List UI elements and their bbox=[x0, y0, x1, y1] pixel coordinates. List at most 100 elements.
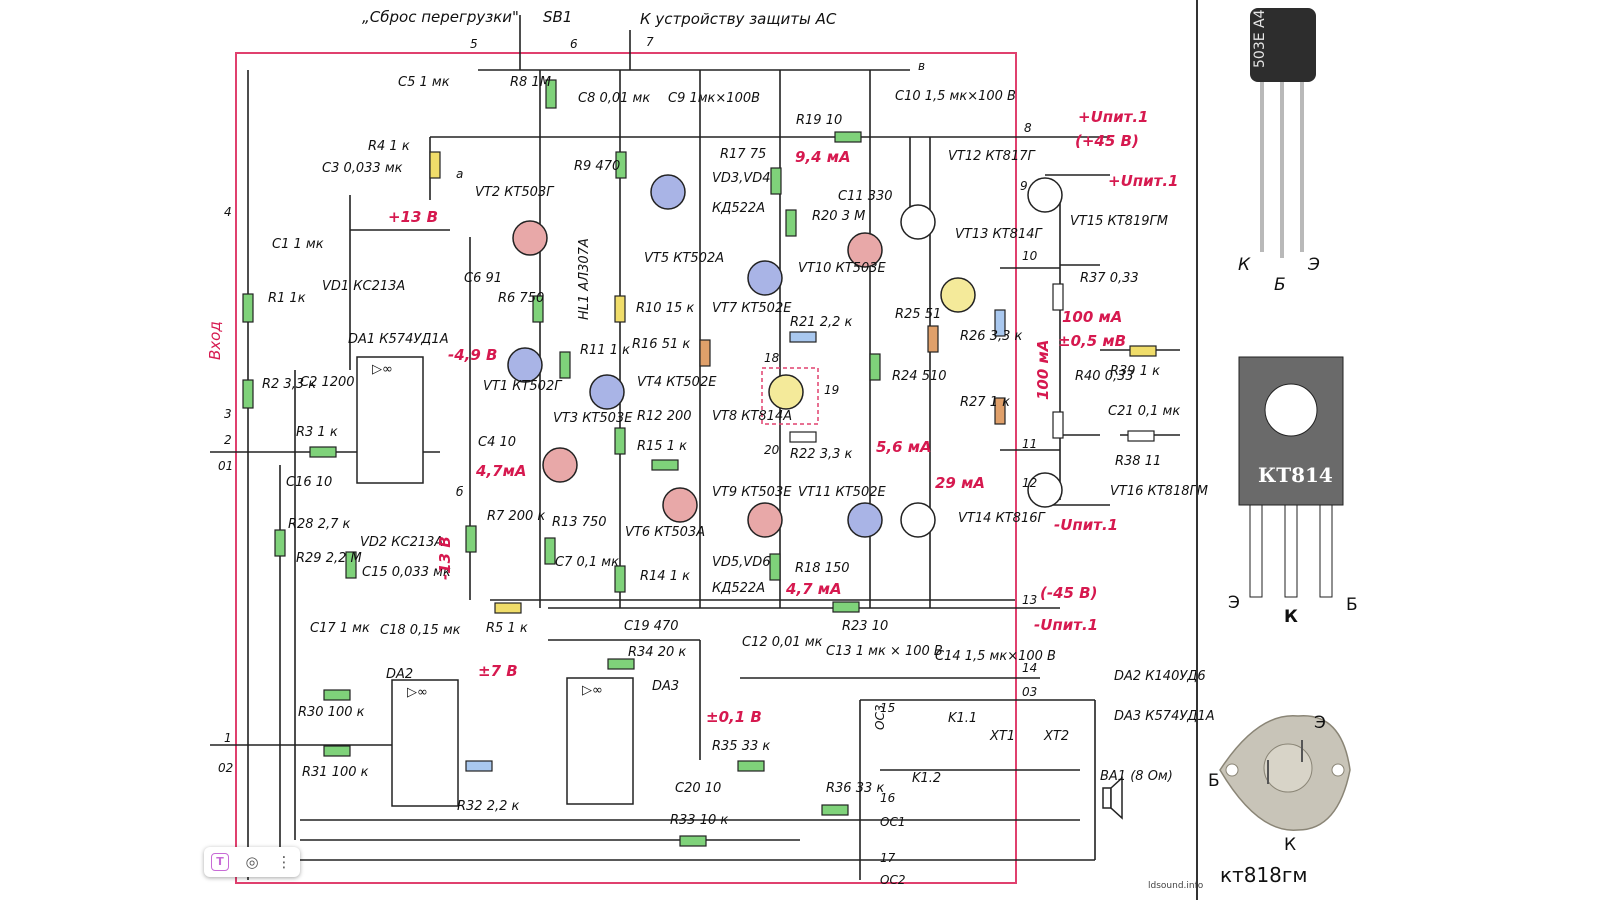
label-r6: R6 750 bbox=[498, 291, 544, 306]
svg-text:OC2: OC2 bbox=[880, 873, 905, 887]
label-xt2: XT2 bbox=[1043, 729, 1069, 744]
svg-text:▷∞: ▷∞ bbox=[407, 685, 428, 700]
label-c14: C14 1,5 мк×100 В bbox=[935, 649, 1056, 664]
label-r16: R16 51 к bbox=[632, 337, 690, 352]
transistors bbox=[507, 174, 1063, 538]
label-da1: DA1 К574УД1А bbox=[348, 332, 449, 347]
label-c12: C12 0,01 мк bbox=[742, 635, 823, 650]
to3-pin-e: Э bbox=[1314, 713, 1326, 733]
label-r40: R40 0,33 bbox=[1075, 369, 1134, 384]
vt6-symbol bbox=[662, 487, 698, 523]
label-r31: R31 100 к bbox=[302, 765, 369, 780]
label-c19: C19 470 bbox=[624, 619, 679, 634]
more-button[interactable]: ⋮ bbox=[271, 850, 297, 874]
vt11-symbol bbox=[847, 502, 883, 538]
label-r5: R5 1 к bbox=[486, 621, 528, 636]
svg-text:-Uпит.1: -Uпит.1 bbox=[1034, 616, 1098, 634]
svg-text:2: 2 bbox=[224, 433, 232, 447]
svg-text:19: 19 bbox=[824, 383, 839, 397]
label-r25: R25 51 bbox=[895, 307, 941, 322]
lens-icon: ◎ bbox=[245, 853, 259, 871]
vt9-symbol bbox=[747, 502, 783, 538]
svg-text:15: 15 bbox=[880, 701, 895, 715]
svg-text:4,7 мА: 4,7 мА bbox=[785, 580, 842, 598]
label-c6: C6 91 bbox=[464, 271, 502, 286]
to3-caption: кт818гм bbox=[1220, 863, 1308, 887]
label-r38: R38 11 bbox=[1115, 454, 1161, 469]
label-c16: C16 10 bbox=[286, 475, 332, 490]
svg-text:в: в bbox=[918, 59, 925, 73]
label-c13: C13 1 мк × 100 В bbox=[826, 644, 943, 659]
circuit-schematic: ▷∞ ▷∞ ▷∞ „Сброс перегрузки" SB1 К устрой… bbox=[206, 8, 1215, 891]
label-ba1: BA1 (8 Ом) bbox=[1100, 769, 1173, 784]
label-vt10: VT10 КТ503Е bbox=[798, 261, 886, 276]
svg-text:17: 17 bbox=[880, 851, 896, 865]
svg-text:3: 3 bbox=[224, 407, 232, 421]
label-r11: R11 1 к bbox=[580, 343, 630, 358]
label-c18: C18 0,15 мк bbox=[380, 623, 461, 638]
package-panel: 503E A4 К Б Э КТ814 Э К Б Э Б К кт818гм bbox=[1208, 8, 1358, 887]
lens-button[interactable]: ◎ bbox=[239, 850, 265, 874]
label-r36: R36 33 к bbox=[826, 781, 884, 796]
vt2-symbol bbox=[512, 220, 548, 256]
label-r24: R24 510 bbox=[892, 369, 947, 384]
label-kd522a-1: КД522А bbox=[712, 201, 765, 216]
label-r21: R21 2,2 к bbox=[790, 315, 853, 330]
svg-text:18: 18 bbox=[764, 351, 780, 365]
text-tool-button[interactable]: T bbox=[207, 850, 233, 874]
label-vt15: VT15 КТ819ГМ bbox=[1070, 214, 1168, 229]
svg-text:▷∞: ▷∞ bbox=[372, 362, 393, 377]
label-c5: C5 1 мк bbox=[398, 75, 450, 90]
label-r28: R28 2,7 к bbox=[288, 517, 351, 532]
label-k12: K1.2 bbox=[912, 771, 941, 786]
label-c2: C2 1200 bbox=[300, 375, 355, 390]
vt16-symbol bbox=[1027, 472, 1063, 508]
to3-pin-b: Б bbox=[1208, 771, 1220, 791]
label-da2: DA2 bbox=[386, 667, 413, 682]
input-label: Вход bbox=[206, 321, 224, 360]
label-r14: R14 1 к bbox=[640, 569, 690, 584]
label-r26: R26 3,3 к bbox=[960, 329, 1023, 344]
to92-package: 503E A4 К Б Э bbox=[1238, 8, 1320, 295]
svg-text:9: 9 bbox=[1020, 179, 1028, 193]
component-labels: C5 1 мк R8 1M C8 0,01 мк C9 1мк×100В R19… bbox=[262, 75, 1215, 828]
node-numbers: 8 9 10 11 12 13 14 15 16 17 18 19 20 1 2… bbox=[218, 35, 1038, 887]
svg-text:а: а bbox=[456, 167, 463, 181]
label-vt8: VT8 КТ814А bbox=[712, 409, 792, 424]
label-r13: R13 750 bbox=[552, 515, 607, 530]
label-vt2: VT2 КТ503Г bbox=[475, 185, 555, 200]
measurement-labels: +13 В -4,9 В 4,7мА 9,4 мА 100 мА ±0,5 мВ… bbox=[388, 108, 1178, 726]
label-c4: C4 10 bbox=[478, 435, 516, 450]
panel-divider bbox=[1196, 0, 1198, 900]
label-r1: R1 1к bbox=[268, 291, 306, 306]
label-vd5: VD5,VD6 bbox=[712, 555, 770, 570]
to126-name: КТ814 bbox=[1258, 463, 1333, 487]
vt7-symbol bbox=[747, 260, 783, 296]
svg-text:OC1: OC1 bbox=[880, 815, 905, 829]
label-vt14: VT14 КТ816Г bbox=[958, 511, 1046, 526]
label-r4: R4 1 к bbox=[368, 139, 410, 154]
svg-text:б: б bbox=[456, 485, 464, 499]
svg-text:10: 10 bbox=[1022, 249, 1038, 263]
vt5-symbol bbox=[650, 174, 686, 210]
vt14-symbol bbox=[900, 502, 936, 538]
label-c17: C17 1 мк bbox=[310, 621, 370, 636]
svg-text:100 мА: 100 мА bbox=[1034, 340, 1052, 400]
label-r12: R12 200 bbox=[637, 409, 692, 424]
svg-text:OC3: OC3 bbox=[873, 705, 887, 730]
to3-package: Э Б К кт818гм bbox=[1208, 713, 1351, 887]
label-r15: R15 1 к bbox=[637, 439, 687, 454]
svg-text:-4,9 В: -4,9 В bbox=[448, 346, 497, 364]
label-vt12: VT12 КТ817Г bbox=[948, 149, 1036, 164]
to92-pin-e: Э bbox=[1307, 255, 1320, 275]
to126-pin-e: Э bbox=[1228, 593, 1240, 613]
svg-text:5,6 мА: 5,6 мА bbox=[876, 438, 932, 456]
svg-text:+Uпит.1: +Uпит.1 bbox=[1078, 108, 1148, 126]
svg-text:02: 02 bbox=[218, 761, 233, 775]
svg-text:4: 4 bbox=[224, 205, 232, 219]
to3-pin-k: К bbox=[1284, 835, 1296, 855]
to92-pin-k: К bbox=[1238, 255, 1251, 275]
svg-text:(+45 В): (+45 В) bbox=[1075, 132, 1139, 150]
label-vt7: VT7 КТ502Е bbox=[712, 301, 792, 316]
label-c20: C20 10 bbox=[675, 781, 721, 796]
